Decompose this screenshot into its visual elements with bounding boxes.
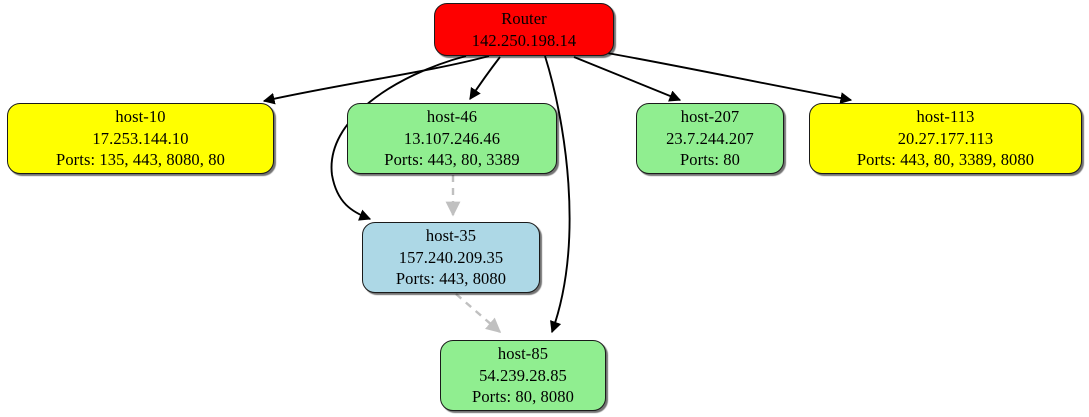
node-hostname: Router — [501, 8, 547, 28]
node-ports-list: Ports: 443, 80, 3389 — [384, 150, 520, 170]
node-ip-address: 17.253.144.10 — [92, 128, 189, 148]
node-ports-list: Ports: 443, 8080 — [395, 269, 507, 289]
node-hostname: host-207 — [680, 106, 740, 126]
node-ip-address: 54.239.28.85 — [479, 365, 567, 385]
node-ports-list: Ports: 80 — [679, 150, 741, 170]
node-hostname: host-85 — [497, 343, 549, 363]
node-ip-address: 13.107.246.46 — [403, 128, 501, 148]
node-ip-address: 157.240.209.35 — [398, 247, 504, 267]
edge-host-35-to-host-85 — [455, 293, 502, 333]
edge-router-to-host-85 — [544, 55, 571, 334]
edge-router-to-host-113 — [606, 52, 853, 104]
node-ports-list: Ports: 443, 80, 3389, 8080 — [856, 150, 1035, 170]
node-hostname: host-113 — [916, 106, 975, 126]
node-ports-list: Ports: 80, 8080 — [472, 387, 574, 407]
node-ip-address: 23.7.244.207 — [666, 128, 754, 148]
node-hostname: host-10 — [115, 106, 166, 126]
node-hostname: host-35 — [425, 225, 477, 245]
node-ip-address: 142.250.198.14 — [471, 30, 577, 50]
edge-router-to-host-207 — [573, 56, 682, 102]
edge-router-to-host-10 — [262, 55, 490, 105]
node-hostname: host-46 — [426, 106, 478, 126]
node-ports-list: Ports: 135, 443, 8080, 80 — [56, 150, 225, 170]
node-ip-address: 20.27.177.113 — [897, 128, 994, 148]
edge-router-to-host-46 — [469, 56, 501, 100]
